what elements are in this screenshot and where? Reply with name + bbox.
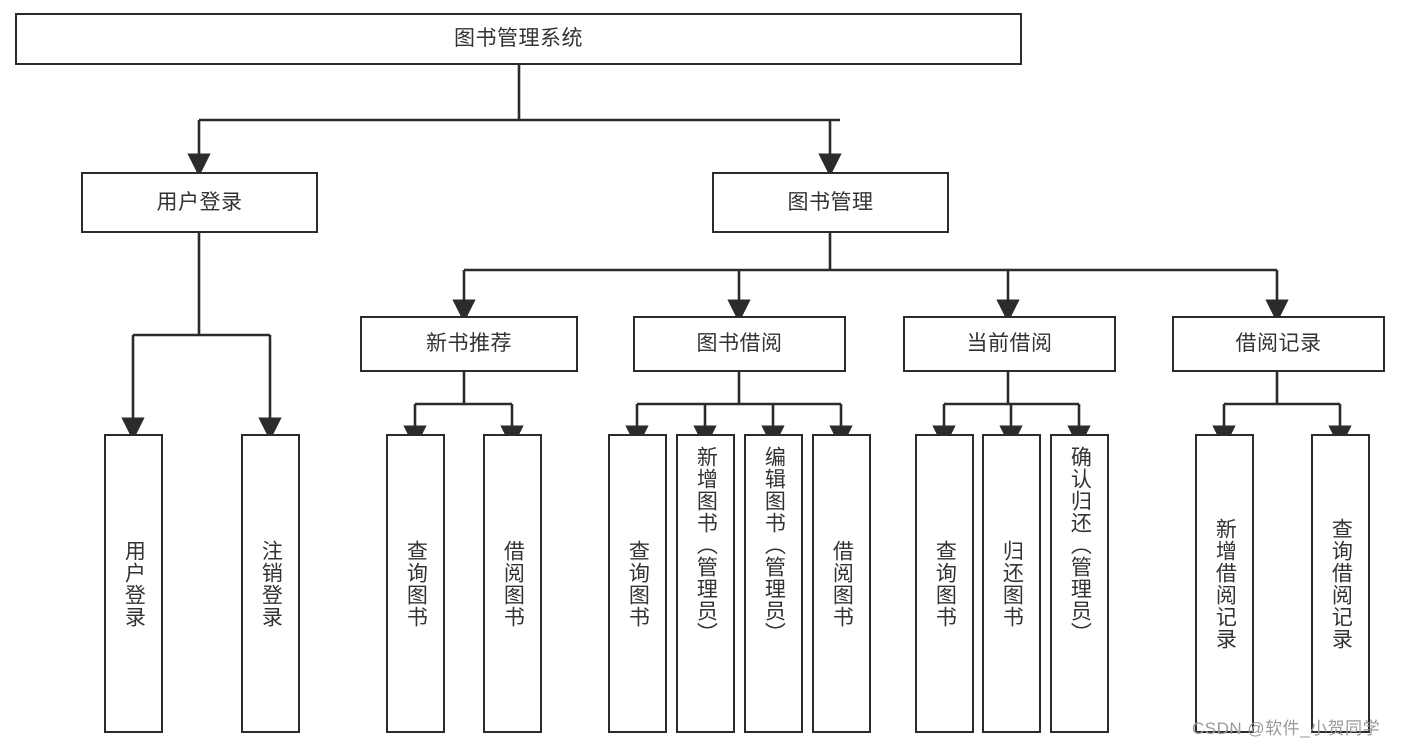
node-label: 当前借阅 (966, 332, 1053, 356)
node-label: 新增图书（管理员） (694, 446, 718, 644)
node-current-borrow[interactable]: 当前借阅 (903, 316, 1116, 372)
node-label: 归还图书 (1000, 539, 1024, 628)
node-label: 确认归还（管理员） (1068, 446, 1092, 644)
node-user-login[interactable]: 用户登录 (81, 172, 318, 233)
node-label: 借阅记录 (1235, 332, 1322, 356)
leaf-new-book-borrow[interactable]: 借阅图书 (483, 434, 542, 733)
leaf-book-borrow-edit[interactable]: 编辑图书（管理员） (744, 434, 803, 733)
watermark-text: CSDN @软件_小贺同学 (1192, 714, 1380, 739)
node-label: 图书管理系统 (454, 27, 583, 51)
node-label: 新书推荐 (426, 332, 512, 356)
node-book-management[interactable]: 图书管理 (712, 172, 949, 233)
leaf-borrow-record-add[interactable]: 新增借阅记录 (1195, 434, 1254, 733)
leaf-book-borrow-borrow[interactable]: 借阅图书 (812, 434, 871, 733)
leaf-user-login-logout[interactable]: 注销登录 (241, 434, 300, 733)
node-label: 用户登录 (122, 539, 146, 628)
leaf-book-borrow-add[interactable]: 新增图书（管理员） (676, 434, 735, 733)
leaf-book-borrow-query[interactable]: 查询图书 (608, 434, 667, 733)
node-label: 新增借阅记录 (1213, 517, 1237, 650)
node-label: 注销登录 (259, 539, 283, 628)
node-root-system[interactable]: 图书管理系统 (15, 13, 1022, 65)
leaf-user-login-login[interactable]: 用户登录 (104, 434, 163, 733)
node-label: 查询图书 (626, 539, 650, 628)
leaf-current-borrow-query[interactable]: 查询图书 (915, 434, 974, 733)
node-label: 借阅图书 (501, 539, 525, 628)
node-label: 用户登录 (156, 190, 243, 214)
leaf-current-borrow-return[interactable]: 归还图书 (982, 434, 1041, 733)
leaf-borrow-record-query[interactable]: 查询借阅记录 (1311, 434, 1370, 733)
node-label: 查询图书 (404, 539, 428, 628)
leaf-current-borrow-confirm-return[interactable]: 确认归还（管理员） (1050, 434, 1109, 733)
node-book-borrow[interactable]: 图书借阅 (633, 316, 846, 372)
node-label: 图书管理 (787, 190, 874, 214)
node-label: 查询借阅记录 (1329, 517, 1353, 650)
node-label: 查询图书 (933, 539, 957, 628)
node-label: 编辑图书（管理员） (762, 446, 786, 644)
node-borrow-record[interactable]: 借阅记录 (1172, 316, 1385, 372)
watermark-label: CSDN @软件_小贺同学 (1192, 719, 1381, 738)
leaf-new-book-query[interactable]: 查询图书 (386, 434, 445, 733)
node-label: 图书借阅 (696, 332, 783, 356)
node-label: 借阅图书 (830, 539, 854, 628)
node-new-book-recommend[interactable]: 新书推荐 (360, 316, 578, 372)
